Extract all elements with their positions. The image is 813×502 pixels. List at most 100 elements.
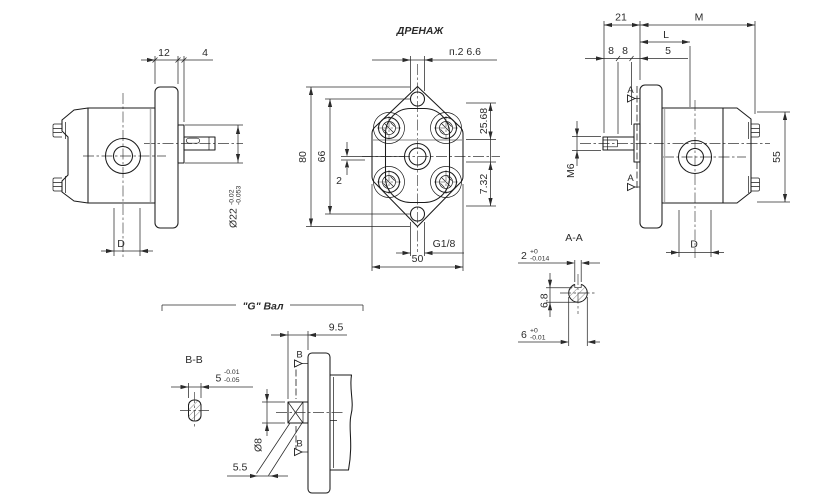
front-shaft-bore-inner — [408, 147, 427, 166]
bolt-boss — [430, 166, 462, 198]
section-aa-label-bottom: A — [627, 173, 634, 184]
view-section-aa: A-A 2 +0 -0.014 6.8 6 +0 -0.01 — [518, 232, 600, 346]
dim-spigot-dia: Ø22 — [228, 208, 240, 228]
view-shaft-detail: "G" Вал B B 9.5 Ø8 5.5 — [161, 301, 364, 494]
aa-key-tol-upper: +0 — [530, 249, 538, 256]
left-rear-cover — [61, 107, 89, 204]
dim-height-55: 55 — [771, 151, 783, 163]
left-shaft-keyway — [186, 137, 200, 144]
bb-key-tol-lower: -0.05 — [224, 377, 240, 384]
aa-centerlines — [560, 274, 597, 314]
dim-flange-width: 50 — [412, 253, 424, 265]
right-flange-plate — [639, 84, 663, 229]
aa-key-tol-lower: -0.014 — [530, 256, 549, 263]
dim-8-second: 8 — [622, 45, 628, 57]
dim-l: L — [663, 29, 669, 41]
right-cover-nuts — [748, 122, 760, 193]
dim-flange-thickness: 12 — [158, 47, 170, 59]
front-shaft-bore-outer — [403, 142, 432, 171]
right-shaft — [602, 136, 635, 151]
aa-key-depth-group: 6.8 — [539, 293, 551, 308]
right-centerlines — [580, 100, 770, 258]
aa-dim-key-width: 2 — [521, 250, 527, 262]
dim-shaft-dia-group: Ø8 — [253, 438, 265, 452]
dim-5: 5 — [665, 45, 671, 57]
section-bb-label-top: B — [296, 350, 302, 361]
bolt-washer — [377, 170, 401, 194]
shaft-body-break — [329, 374, 353, 471]
right-extension-lines — [572, 21, 790, 257]
label-drain-thread: G1/8 — [433, 238, 456, 250]
shaft-body-inner-line — [330, 377, 337, 468]
spigot-tol-lower: -0.053 — [236, 186, 243, 205]
bb-key-tol-upper: -0.01 — [224, 369, 240, 376]
bolt-washer — [434, 170, 458, 194]
front-dimension-arrows — [308, 57, 493, 270]
front-centerlines — [362, 64, 500, 252]
right-body — [661, 107, 724, 204]
shaft-detail-title: "G" Вал — [242, 301, 284, 313]
dim-lower-right: 7.32 — [478, 174, 490, 195]
bolt-boss — [373, 166, 405, 198]
right-dimension-lines — [576, 24, 786, 253]
section-bb-arrows: B B — [294, 350, 308, 457]
shaft-flange-plate — [307, 352, 331, 494]
section-bb-label-bottom: B — [296, 439, 302, 450]
shaft-dimension-lines — [227, 334, 347, 477]
left-shaft — [183, 136, 216, 151]
bb-extension-lines — [188, 383, 202, 398]
section-bb-arrow-bottom — [294, 447, 304, 457]
dim-overall-height: 80 — [297, 151, 309, 163]
dim-port-dia-left: D — [117, 238, 125, 250]
shaft-title-bracket — [161, 304, 364, 311]
bolt-head — [439, 175, 453, 189]
dim-eccentricity: 2 — [336, 175, 342, 187]
dim-key-length: 5.5 — [233, 462, 248, 474]
aa-dim-key-depth: 6.8 — [539, 293, 551, 308]
bolt-boss — [430, 112, 462, 144]
aa-shaft-tol-lower: -0.01 — [530, 335, 546, 342]
section-arrow-bottom — [627, 182, 637, 192]
section-bb-title: B-B — [185, 354, 203, 366]
view-left-side: 12 4 Ø22 -0.02 -0.053 D — [52, 47, 243, 258]
bolt-hatching — [383, 122, 452, 188]
right-shaft-thread — [603, 137, 618, 150]
aa-dimensions: 2 +0 -0.014 6.8 6 +0 -0.01 — [518, 249, 600, 346]
front-bolts — [373, 112, 462, 198]
right-front-cover — [722, 107, 752, 204]
bb-dim-key-width: 5 — [216, 373, 222, 385]
dim-spigot-dia-group: Ø22 -0.02 -0.053 — [228, 186, 243, 228]
dim-mount-holes: п.2 6.6 — [449, 46, 481, 58]
shaft-extension-lines — [256, 331, 309, 476]
right-dimensions: 21 M L 8 8 5 M6 55 D — [565, 12, 790, 257]
front-mount-hole-top — [409, 91, 426, 107]
dim-upper-right: 25.68 — [478, 108, 490, 134]
front-mount-hole-bottom — [409, 206, 426, 222]
bb-dimensions: 5 -0.01 -0.05 — [171, 369, 253, 398]
dim-thread-group: M6 — [565, 163, 577, 178]
aa-shaft-tol-upper: +0 — [530, 328, 538, 335]
view-section-bb: B-B 5 -0.01 -0.05 — [171, 354, 253, 429]
bolt-head — [382, 175, 396, 189]
aa-extension-lines — [546, 260, 588, 346]
section-aa-title: A-A — [565, 232, 583, 244]
dim-port-dia-right: D — [690, 239, 698, 251]
aa-dim-shaft-dia: 6 — [521, 329, 527, 341]
dim-thread-m6: M6 — [565, 163, 577, 178]
bolt-washer — [377, 116, 401, 140]
dim-hole-spacing: 66 — [316, 151, 328, 163]
aa-dimension-lines — [518, 262, 600, 343]
aa-keyway-blank — [574, 282, 582, 288]
dim-8-first: 8 — [608, 45, 614, 57]
right-port-outer-circle — [677, 139, 713, 175]
view-front: ДРЕНАЖ п.2 6.6 80 66 2 25.68 7.32 G1/8 5… — [297, 25, 500, 271]
shaft-dimension-arrows — [250, 332, 316, 479]
shaft-dimensions: 9.5 Ø8 5.5 — [227, 322, 347, 479]
view-right-side: A A 21 M L 8 8 5 M6 55 D — [565, 12, 790, 258]
bolt-boss — [373, 112, 405, 144]
dim-spigot-length: 4 — [202, 47, 208, 59]
front-dimension-lines — [310, 59, 497, 268]
front-dimensions: ДРЕНАЖ п.2 6.6 80 66 2 25.68 7.32 G1/8 5… — [297, 25, 497, 271]
right-port-inner-circle — [685, 147, 705, 167]
